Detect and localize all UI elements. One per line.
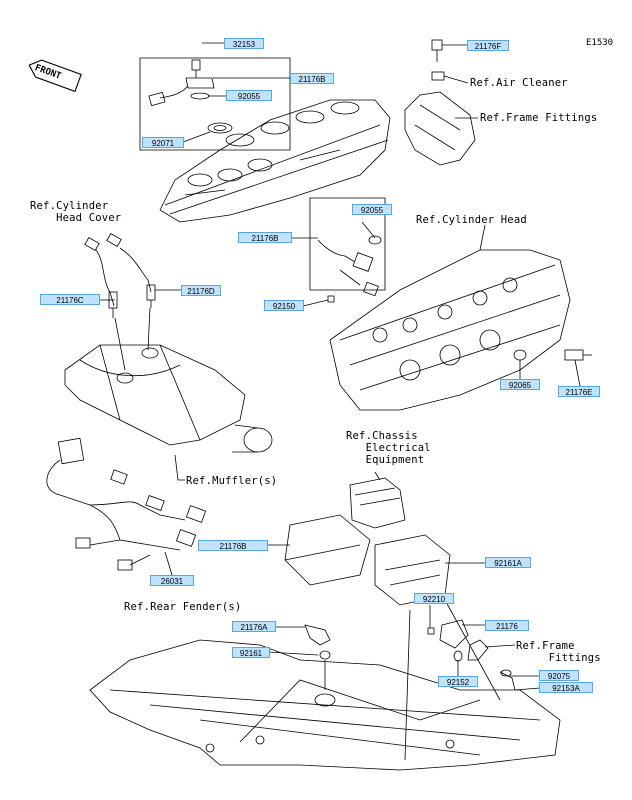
ref-rear-fender: Ref.Rear Fender(s) [124, 601, 242, 613]
part-label-92055-top[interactable]: 92055 [226, 90, 272, 101]
ref-frame-fittings-bottom: Ref.Frame Fittings [516, 640, 601, 664]
muffler-drawing [64, 344, 273, 453]
front-arrow-icon [28, 59, 82, 93]
sensor-a-drawing [304, 624, 331, 690]
part-label-26031[interactable]: 26031 [150, 575, 194, 586]
ref-cylinder-head-cover: Ref.Cylinder Head Cover [30, 200, 122, 224]
part-label-92071[interactable]: 92071 [142, 137, 184, 148]
part-label-92152[interactable]: 92152 [438, 676, 478, 687]
ref-muffler: Ref.Muffler(s) [186, 475, 278, 487]
part-label-21176B-top[interactable]: 21176B [290, 73, 334, 84]
part-label-32153[interactable]: 32153 [224, 38, 264, 49]
part-label-21176F[interactable]: 21176F [467, 40, 509, 51]
part-label-21176D[interactable]: 21176D [181, 285, 221, 296]
part-label-92161A[interactable]: 92161A [485, 557, 531, 568]
part-label-92065[interactable]: 92065 [500, 379, 540, 390]
part-label-21176A[interactable]: 21176A [232, 621, 276, 632]
ref-air-cleaner: Ref.Air Cleaner [470, 77, 568, 89]
part-label-21176C[interactable]: 21176C [40, 294, 100, 305]
ref-chassis-electrical: Ref.Chassis Electrical Equipment [346, 430, 431, 466]
wiring-harness-drawing [46, 437, 207, 571]
part-label-92153A[interactable]: 92153A [539, 682, 593, 693]
ecu-drawing [284, 477, 451, 606]
part-label-21176[interactable]: 21176 [485, 620, 529, 631]
cylinder-head-cover-drawing [159, 99, 391, 223]
part-label-21176B-mid[interactable]: 21176B [238, 232, 292, 243]
sensor-mid-drawing [317, 235, 382, 303]
part-label-92150[interactable]: 92150 [264, 300, 304, 311]
o2-sensor-right-drawing [106, 232, 156, 308]
part-label-92055-mid[interactable]: 92055 [352, 204, 392, 215]
ref-cylinder-head: Ref.Cylinder Head [416, 214, 527, 226]
sensor-bottom-right-drawing [427, 619, 516, 691]
cylinder-head-drawing [329, 224, 571, 411]
part-label-92161[interactable]: 92161 [232, 647, 270, 658]
diagram-code: E1530 [586, 38, 614, 48]
ref-frame-fittings-top: Ref.Frame Fittings [480, 112, 598, 124]
rear-fender-drawing [89, 639, 561, 771]
front-badge-text: FRONT [33, 63, 62, 82]
part-label-21176B-low[interactable]: 21176B [198, 540, 268, 551]
part-label-92210[interactable]: 92210 [414, 593, 454, 604]
bracket-top-right-drawing [404, 39, 476, 166]
part-label-21176E[interactable]: 21176E [558, 386, 600, 397]
part-label-92075[interactable]: 92075 [539, 670, 579, 681]
